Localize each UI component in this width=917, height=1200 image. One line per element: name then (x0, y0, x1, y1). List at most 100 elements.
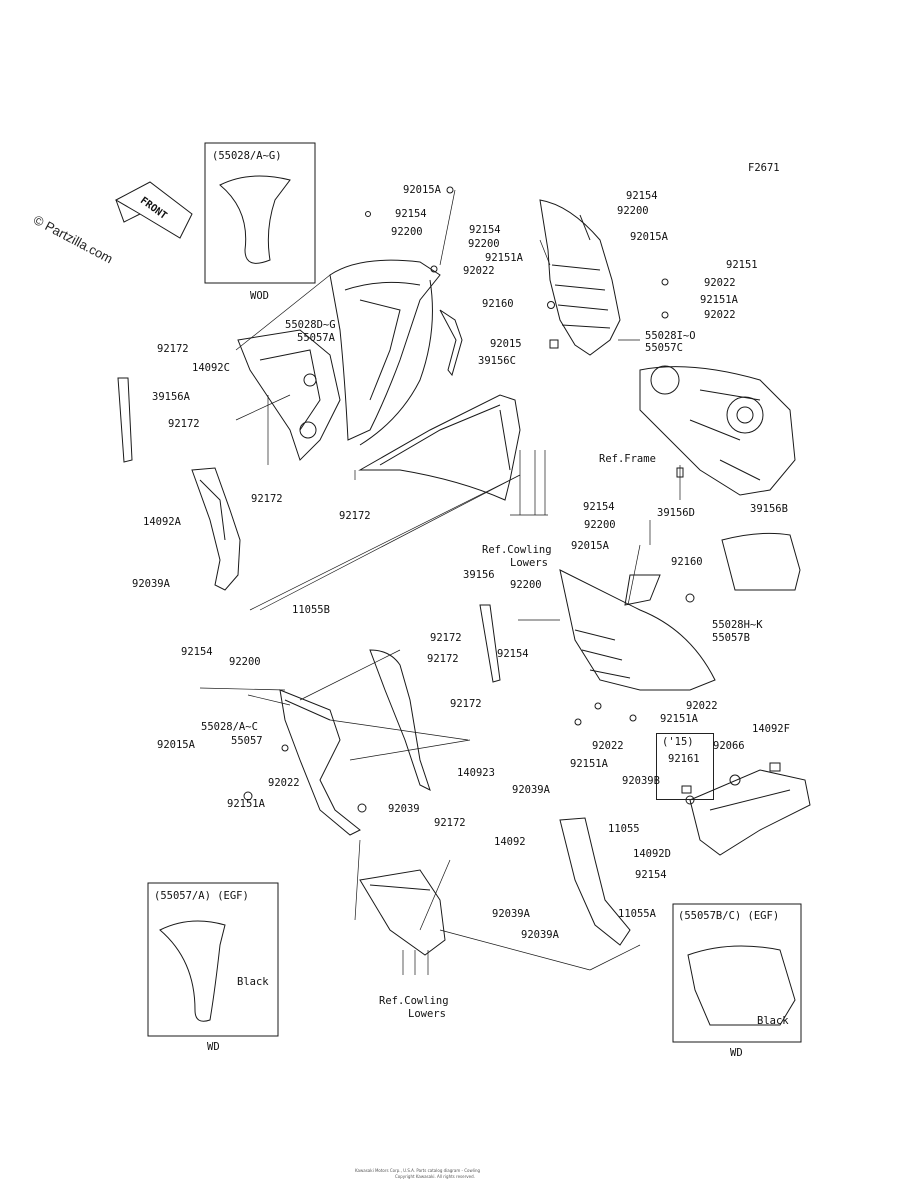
callout-label: 55057A (297, 332, 335, 344)
callout-label: 92172 (168, 418, 200, 430)
callout-label: 92022 (686, 700, 718, 712)
callout-label: 92172 (450, 698, 482, 710)
callout-label: 92154 (469, 224, 501, 236)
callout-label: Ref.Frame (599, 453, 656, 465)
callout-label: 92015A (630, 231, 668, 243)
callout-label: 92151 (726, 259, 758, 271)
callout-label: 55057B (712, 632, 750, 644)
bracket-14092a (191, 467, 241, 591)
callout-label: 92200 (468, 238, 500, 250)
callout-label: 14092F (752, 723, 790, 735)
inset-bottom-left-header: (55057/A) (EGF) (154, 890, 249, 902)
bracket-14092 (559, 817, 631, 946)
callout-label: 92022 (268, 777, 300, 789)
callout-label: 92151A (570, 758, 608, 770)
callout-label: 92151A (485, 252, 523, 264)
fastener-icons (243, 186, 741, 813)
callout-label: 92160 (482, 298, 514, 310)
callout-label: 55028/A~C (201, 721, 258, 733)
inset-top-part (219, 175, 291, 264)
nut-icon (729, 774, 741, 786)
lower-fairing (359, 869, 446, 956)
inset-bottom-left-footer: WD (207, 1041, 220, 1053)
callout-label: 14092A (143, 516, 181, 528)
callout-label: 92154 (583, 501, 615, 513)
nut-icon (547, 301, 555, 309)
nut-icon (661, 278, 669, 286)
callout-label: Ref.Cowling (482, 544, 552, 556)
callout-label: 92172 (434, 817, 466, 829)
callout-label: 92015A (403, 184, 441, 196)
nut-icon (281, 744, 289, 752)
callout-label: 92154 (181, 646, 213, 658)
callout-label: 55057 (231, 735, 263, 747)
callout-label: 92022 (704, 309, 736, 321)
clip-icon (681, 785, 692, 794)
callout-label: 55028I~O (645, 330, 696, 342)
nut-icon (629, 714, 637, 722)
callout-label: 92039A (132, 578, 170, 590)
inner-panel-14092c (237, 329, 341, 461)
callout-label: ('15) (662, 736, 694, 748)
callout-label: 92039 (388, 803, 420, 815)
inset-bottom-left-note: Black (237, 976, 269, 988)
callout-label: 92039A (492, 908, 530, 920)
upper-right-cowling (539, 199, 621, 356)
leader-lines (199, 189, 681, 975)
side-cowling-left (279, 649, 431, 836)
inset-bottom-left-box (147, 882, 279, 1037)
inset-15-box (656, 733, 714, 800)
callout-label: 39156D (657, 507, 695, 519)
callout-label: 39156C (478, 355, 516, 367)
callout-label: 92200 (229, 656, 261, 668)
callout-label: 92039A (512, 784, 550, 796)
callout-label: 92160 (671, 556, 703, 568)
bolt-icon (365, 211, 371, 217)
callout-label: 92015A (157, 739, 195, 751)
callout-label: 92200 (617, 205, 649, 217)
bracket-14092d (689, 762, 811, 856)
inset-bottom-left-part (159, 920, 226, 1022)
callout-label: 140923 (457, 767, 495, 779)
nut-icon (594, 702, 602, 710)
nut-icon (574, 718, 582, 726)
callout-label: 92015 (490, 338, 522, 350)
callout-label: 92151A (660, 713, 698, 725)
front-arrow-icon (114, 181, 193, 239)
diagram-code: F2671 (748, 162, 780, 174)
callout-label: 92039A (521, 929, 559, 941)
callout-label: 39156A (152, 391, 190, 403)
upper-cowling-part (329, 259, 441, 446)
clip-icon (549, 339, 559, 349)
inset-bottom-right-note: Black (757, 1015, 789, 1027)
callout-label: 92200 (391, 226, 423, 238)
inset-top-box (204, 142, 316, 284)
callout-label: 92172 (427, 653, 459, 665)
callout-label: 92151A (700, 294, 738, 306)
callout-label: 39156B (750, 503, 788, 515)
callout-label: 92200 (584, 519, 616, 531)
callout-label: Lowers (510, 557, 548, 569)
callout-label: 92172 (157, 343, 189, 355)
callout-label: 92154 (395, 208, 427, 220)
callout-label: Ref.Cowling (379, 995, 449, 1007)
callout-label: 92200 (510, 579, 542, 591)
callout-label: 14092C (192, 362, 230, 374)
nut-icon (661, 311, 669, 319)
nut-icon (430, 265, 438, 273)
callout-label: 92154 (635, 869, 667, 881)
side-cowling-right (559, 569, 716, 691)
footer-text-line1: Kawasaki Motors Corp., U.S.A. Parts cata… (355, 1168, 481, 1173)
callout-label: 92066 (713, 740, 745, 752)
panel-39156b (721, 532, 801, 591)
nut-icon (685, 593, 695, 603)
strip-39156c (439, 309, 463, 377)
inset-bottom-right-part (687, 945, 796, 1026)
callout-label: 92151A (227, 798, 265, 810)
frame-assembly (639, 365, 796, 496)
callout-label: 92172 (339, 510, 371, 522)
clip-icon (676, 467, 684, 478)
callout-label: 92172 (430, 632, 462, 644)
callout-label: 11055 (608, 823, 640, 835)
